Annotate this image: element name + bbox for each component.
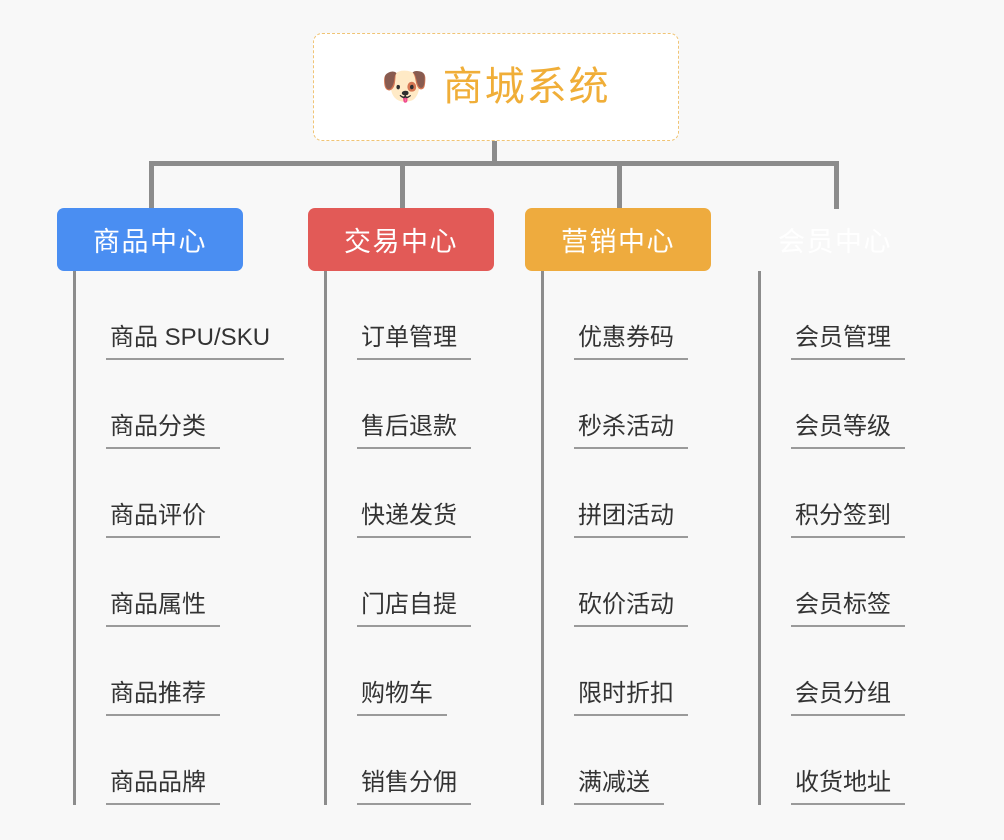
leaf-label: 售后退款 [357,413,471,449]
branch-header-product-center[interactable]: 商品中心 [57,208,243,271]
root-node[interactable]: 🐶 商城系统 [313,33,679,141]
branch-leaf-list: 商品 SPU/SKU 商品分类 商品评价 商品属性 商品推荐 商品品牌 [73,271,285,805]
leaf-label: 商品品牌 [106,769,220,805]
leaf-item[interactable]: 会员管理 [761,271,928,360]
leaf-label: 会员分组 [791,680,905,716]
leaf-item[interactable]: 商品推荐 [76,627,284,716]
branch-header-marketing-center[interactable]: 营销中心 [525,208,711,271]
leaf-label: 满减送 [574,769,664,805]
leaf-label: 销售分佣 [357,769,471,805]
leaf-item[interactable]: 砍价活动 [544,538,711,627]
leaf-label: 商品评价 [106,502,220,538]
shiba-dog-face-icon: 🐶 [381,66,429,108]
leaf-label: 收货地址 [791,769,905,805]
branch-title: 交易中心 [344,227,458,257]
leaf-label: 秒杀活动 [574,413,688,449]
connector-horizontal-bus [149,161,839,166]
branch-header-member-center[interactable]: 会员中心 [742,208,928,271]
connector-root-stem [492,141,497,165]
leaf-item[interactable]: 商品品牌 [76,716,284,805]
leaf-label: 商品属性 [106,591,220,627]
leaf-label: 会员管理 [791,324,905,360]
leaf-item[interactable]: 商品分类 [76,360,284,449]
root-title: 商城系统 [442,65,611,109]
branch-title: 营销中心 [561,227,675,257]
connector-drop-branch-2 [400,161,405,209]
leaf-label: 订单管理 [357,324,471,360]
branch-member-center: 会员中心 会员管理 会员等级 积分签到 会员标签 会员分组 收货地址 [742,208,928,805]
leaf-item[interactable]: 商品属性 [76,538,284,627]
leaf-item[interactable]: 满减送 [544,716,711,805]
leaf-label: 购物车 [357,680,447,716]
leaf-label: 商品推荐 [106,680,220,716]
leaf-label: 会员标签 [791,591,905,627]
connector-drop-branch-3 [617,161,622,209]
leaf-item[interactable]: 会员分组 [761,627,928,716]
leaf-item[interactable]: 订单管理 [327,271,494,360]
branch-leaf-list: 订单管理 售后退款 快递发货 门店自提 购物车 销售分佣 [324,271,494,805]
branch-title: 商品中心 [93,227,207,257]
leaf-item[interactable]: 商品评价 [76,449,284,538]
leaf-label: 快递发货 [357,502,471,538]
connector-drop-branch-4 [834,161,839,209]
leaf-item[interactable]: 秒杀活动 [544,360,711,449]
leaf-label: 商品分类 [106,413,220,449]
leaf-item[interactable]: 会员等级 [761,360,928,449]
leaf-item[interactable]: 积分签到 [761,449,928,538]
leaf-label: 积分签到 [791,502,905,538]
leaf-item[interactable]: 限时折扣 [544,627,711,716]
leaf-item[interactable]: 优惠券码 [544,271,711,360]
leaf-item[interactable]: 售后退款 [327,360,494,449]
branch-product-center: 商品中心 商品 SPU/SKU 商品分类 商品评价 商品属性 商品推荐 商品品牌 [57,208,285,805]
leaf-item[interactable]: 销售分佣 [327,716,494,805]
branch-trade-center: 交易中心 订单管理 售后退款 快递发货 门店自提 购物车 销售分佣 [308,208,494,805]
connector-drop-branch-1 [149,161,154,209]
leaf-item[interactable]: 购物车 [327,627,494,716]
leaf-label: 优惠券码 [574,324,688,360]
leaf-item[interactable]: 会员标签 [761,538,928,627]
branch-marketing-center: 营销中心 优惠券码 秒杀活动 拼团活动 砍价活动 限时折扣 满减送 [525,208,711,805]
leaf-label: 拼团活动 [574,502,688,538]
leaf-item[interactable]: 收货地址 [761,716,928,805]
leaf-label: 砍价活动 [574,591,688,627]
leaf-label: 门店自提 [357,591,471,627]
leaf-label: 商品 SPU/SKU [106,324,285,360]
leaf-label: 会员等级 [791,413,905,449]
leaf-label: 限时折扣 [574,680,688,716]
leaf-item[interactable]: 商品 SPU/SKU [76,271,285,360]
leaf-item[interactable]: 拼团活动 [544,449,711,538]
branch-leaf-list: 会员管理 会员等级 积分签到 会员标签 会员分组 收货地址 [758,271,928,805]
branch-header-trade-center[interactable]: 交易中心 [308,208,494,271]
leaf-item[interactable]: 快递发货 [327,449,494,538]
branch-leaf-list: 优惠券码 秒杀活动 拼团活动 砍价活动 限时折扣 满减送 [541,271,711,805]
leaf-item[interactable]: 门店自提 [327,538,494,627]
branch-title: 会员中心 [778,227,892,257]
